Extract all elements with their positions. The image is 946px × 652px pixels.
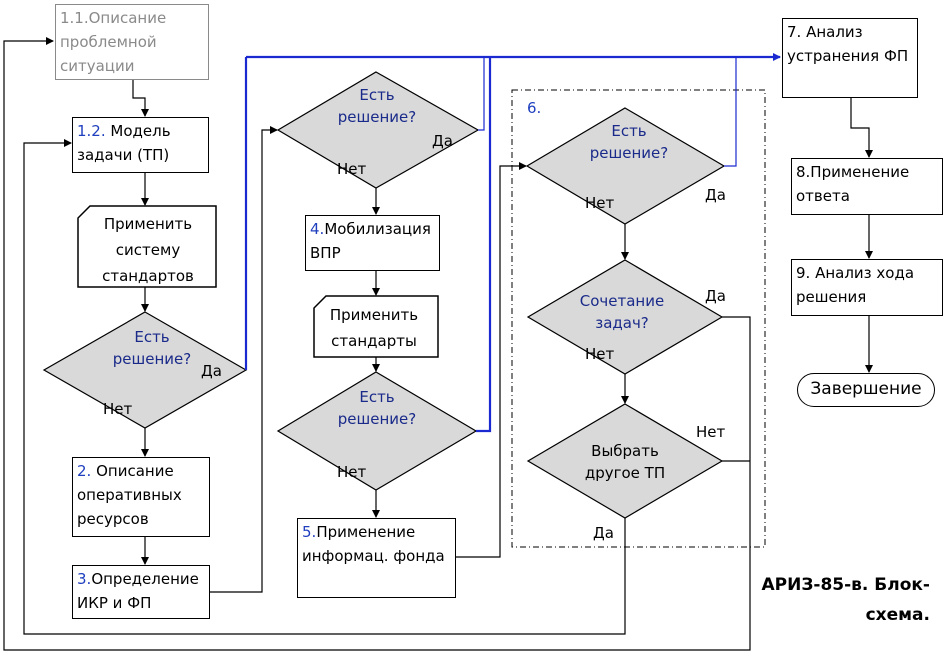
box-3-ikr-definition: 3.Определение ИКР и ФП xyxy=(72,565,210,619)
q6-yes-label: Да xyxy=(705,186,726,204)
box-2-number: 2. xyxy=(77,462,92,480)
box-1-2-number: 1.2. xyxy=(77,122,106,140)
q1-yes-label: Да xyxy=(201,362,222,380)
box-5-text: Применение информац. фонда xyxy=(302,523,445,565)
box-1-2-task-model: 1.2. Модель задачи (ТП) xyxy=(72,117,209,173)
q6c-yes-label: Да xyxy=(593,524,614,542)
doc-1-apply-standards-system: Применить систему стандартов xyxy=(102,215,194,285)
terminal-finish: Завершение xyxy=(797,373,935,407)
document-shape-d1 xyxy=(77,205,217,288)
decision-q6-label: Есть решение? xyxy=(589,122,669,162)
q2-no-label: Нет xyxy=(337,160,367,178)
box-5-number: 5. xyxy=(302,523,317,541)
box-3-text: Определение ИКР и ФП xyxy=(77,570,199,612)
box-9-text: 9. Анализ хода решения xyxy=(796,264,915,306)
q1-no-label: Нет xyxy=(103,400,133,418)
decision-q3-label: Есть решение? xyxy=(337,388,417,428)
box-4-number: 4. xyxy=(310,220,325,238)
blue-connectors xyxy=(244,53,781,433)
q6c-no-label: Нет xyxy=(696,423,726,441)
box-4-vpr-mobilization: 4.Мобилизация ВПР xyxy=(305,215,440,271)
box-1-1-problem-description: 1.1.Описание проблемной ситуации xyxy=(55,4,209,80)
box-5-info-fund: 5.Применение информац. фонда xyxy=(297,518,456,598)
box-2-operative-resources: 2. Описание оперативных ресурсов xyxy=(72,457,210,537)
decision-q6c-label: Выбрать другое ТП xyxy=(584,442,666,482)
q6b-yes-label: Да xyxy=(705,287,726,305)
decision-q1-label: Есть решение? xyxy=(112,328,192,368)
decision-q6b-label: Сочетание задач? xyxy=(579,292,665,332)
box-1-1-number: 1.1. xyxy=(60,9,89,27)
doc-2-apply-standards: Применить стандарты xyxy=(329,306,419,350)
diagram-caption: АРИЗ-85-в. Блок-схема. xyxy=(761,575,930,625)
box-4-text: Мобилизация ВПР xyxy=(310,220,431,262)
black-connectors xyxy=(3,37,873,651)
box-8-text: 8.Применение ответа xyxy=(796,163,910,205)
box-2-text: Описание оперативных ресурсов xyxy=(77,462,182,528)
box-7-text: 7. Анализ устранения ФП xyxy=(787,23,909,65)
q6-no-label: Нет xyxy=(585,194,615,212)
decision-q2-label: Есть решение? xyxy=(337,86,417,126)
box-1-1-text: Описание проблемной ситуации xyxy=(60,9,167,75)
box-9-solution-analysis: 9. Анализ хода решения xyxy=(791,259,943,316)
group-6-number: 6. xyxy=(527,99,542,117)
q2-yes-label: Да xyxy=(432,132,453,150)
q6b-no-label: Нет xyxy=(585,345,615,363)
box-3-number: 3. xyxy=(77,570,92,588)
box-7-fp-analysis: 7. Анализ устранения ФП xyxy=(782,18,918,98)
box-8-answer-application: 8.Применение ответа xyxy=(791,158,943,215)
group-6-frame xyxy=(511,89,766,548)
thin-blue-connectors xyxy=(478,57,737,167)
box-1-2-text: Модель задачи (ТП) xyxy=(77,122,171,164)
q3-no-label: Нет xyxy=(337,463,367,481)
